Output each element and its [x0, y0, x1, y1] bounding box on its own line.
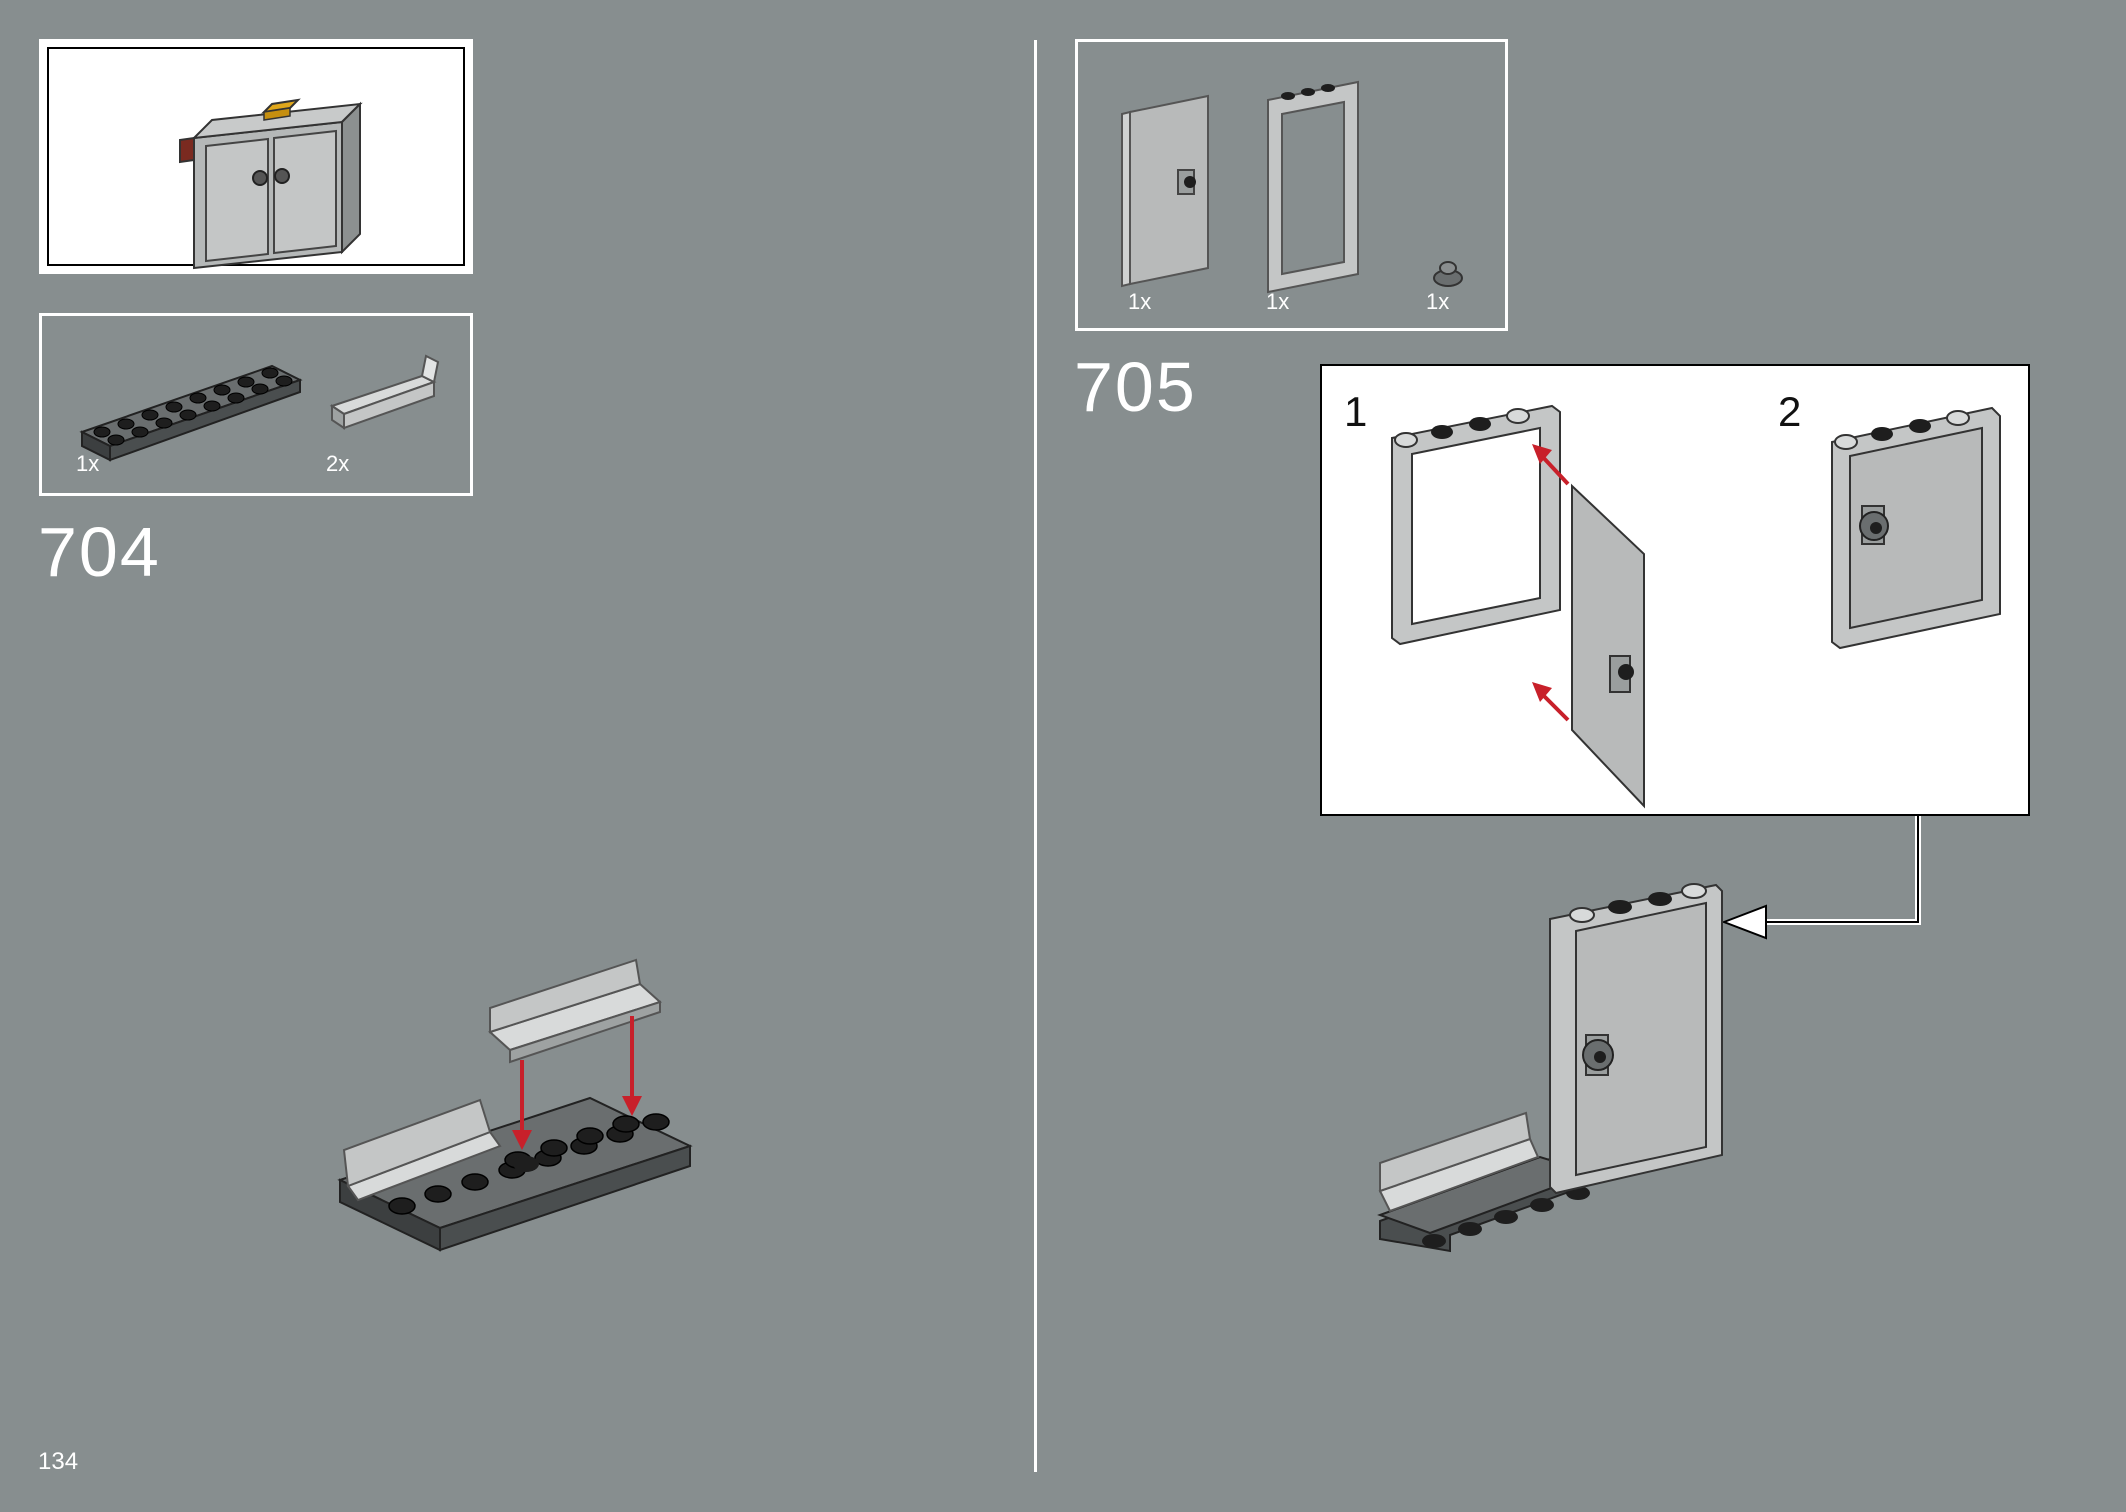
step-704-assembly-illustration — [337, 958, 693, 1252]
qty-bracket: 2x — [326, 451, 350, 476]
parts-list-705: 1x 1x 1x — [1075, 39, 1508, 331]
submodel-callout — [39, 39, 473, 274]
callout-connector-arrow — [1721, 816, 1921, 940]
qty-plate: 1x — [76, 451, 100, 476]
step-705-assembly-illustration — [1377, 883, 1723, 1253]
substep-1-illustration — [1391, 404, 1645, 809]
substep-callout: 1 2 — [1320, 364, 2030, 816]
substep-1-label: 1 — [1344, 388, 1368, 435]
bracket-illustration — [329, 354, 440, 430]
step-number-705: 705 — [1074, 348, 1197, 426]
qty-door-frame: 1x — [1266, 289, 1290, 314]
knob-illustration — [1433, 261, 1463, 287]
page-divider — [1034, 40, 1037, 1472]
qty-door: 1x — [1128, 289, 1152, 314]
plate-2x8-illustration — [79, 364, 303, 462]
cabinet-submodel-illustration — [179, 98, 363, 270]
door-illustration — [1121, 94, 1209, 288]
substep-2-illustration — [1831, 406, 2001, 650]
door-frame-illustration — [1267, 80, 1359, 294]
step-number-704: 704 — [38, 513, 161, 591]
parts-list-704: 1x 2x — [39, 313, 473, 496]
qty-knob: 1x — [1426, 289, 1450, 314]
substep-2-label: 2 — [1778, 388, 1802, 435]
page-number: 134 — [38, 1448, 79, 1475]
